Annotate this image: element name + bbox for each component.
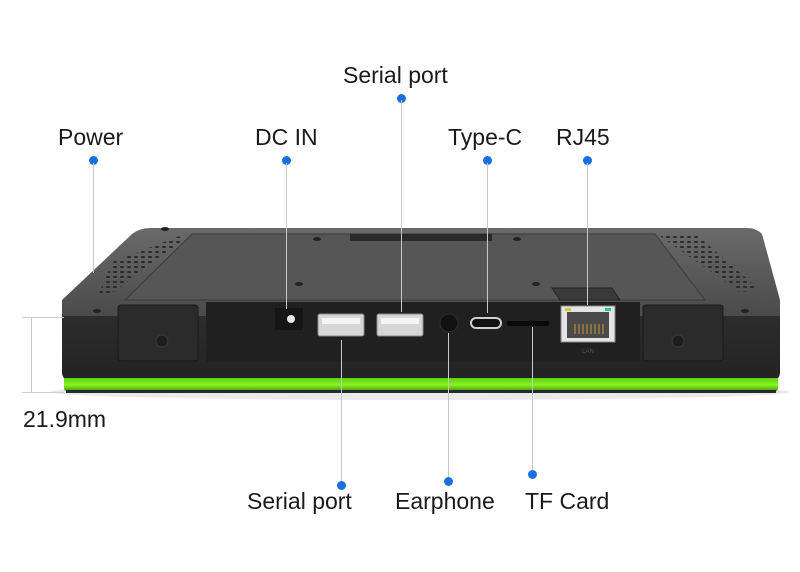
serial-port-bottom-leader-line xyxy=(341,340,342,484)
dc-in-pin xyxy=(287,315,295,323)
rj45-label: RJ45 xyxy=(556,124,610,150)
screw-holes xyxy=(93,227,749,313)
type-c-callout-dot xyxy=(483,156,492,165)
dimension-line-vertical xyxy=(31,317,32,393)
back-panel-inset xyxy=(123,233,707,301)
type-c-label: Type-C xyxy=(448,124,523,150)
usb-port-1-tongue xyxy=(322,318,360,324)
earphone-jack xyxy=(439,313,459,333)
tf-card-leader-line xyxy=(532,327,533,475)
power-leader-line xyxy=(93,163,94,273)
left-cover-block xyxy=(117,304,199,362)
power-label: Power xyxy=(58,124,124,150)
right-screw xyxy=(671,334,685,348)
rj45-socket xyxy=(567,312,609,338)
rj45-callout-dot xyxy=(583,156,592,165)
serial-port-top-leader-line xyxy=(401,100,402,312)
dc-in-label: DC IN xyxy=(255,124,318,150)
rj45-led-right xyxy=(605,308,611,311)
bottom-edge xyxy=(66,390,776,393)
left-screw xyxy=(155,334,169,348)
led-light-strip xyxy=(64,378,778,392)
dimension-line-bottom xyxy=(22,392,64,393)
usb-port-2 xyxy=(376,313,424,337)
power-callout-dot xyxy=(89,156,98,165)
rj45-leader-line xyxy=(587,163,588,305)
type-c-port xyxy=(470,317,502,329)
tf-card-slot xyxy=(507,321,549,326)
dimension-line-top xyxy=(22,317,64,318)
thickness-label: 21.9mm xyxy=(23,406,107,432)
rj45-pins xyxy=(574,324,604,334)
dc-in-leader-line xyxy=(286,163,287,309)
usb-port-1 xyxy=(317,313,365,337)
serial-port-top-label: Serial port xyxy=(343,62,448,88)
rj45-housing-tab xyxy=(551,287,621,301)
vent-grille-left xyxy=(98,236,185,296)
rj45-led-left xyxy=(565,308,571,311)
type-c-leader-line xyxy=(487,163,488,313)
earphone-label: Earphone xyxy=(395,488,495,514)
serial-port-top-callout-dot xyxy=(397,94,406,103)
right-cover-block xyxy=(642,304,724,362)
tf-card-callout-dot xyxy=(528,470,537,479)
usb-port-2-tongue xyxy=(381,318,419,324)
earphone-leader-line xyxy=(448,333,449,481)
tf-card-label: TF Card xyxy=(525,488,610,514)
serial-port-bottom-label: Serial port xyxy=(247,488,352,514)
vent-grille-right xyxy=(660,236,760,292)
lan-marking: LAN xyxy=(582,349,594,355)
earphone-callout-dot xyxy=(444,477,453,486)
top-slot xyxy=(350,234,492,241)
serial-port-bottom-callout-dot xyxy=(337,481,346,490)
dc-in-callout-dot xyxy=(282,156,291,165)
